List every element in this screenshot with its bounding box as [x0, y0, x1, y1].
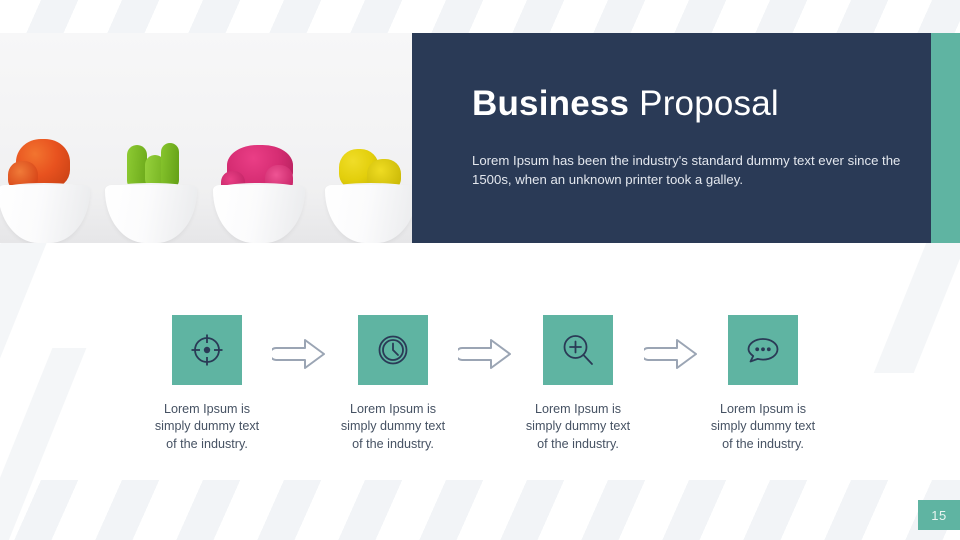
- page-subtitle: Lorem Ipsum has been the industry's stan…: [472, 153, 901, 188]
- icon-box-1[interactable]: [172, 315, 242, 385]
- plant-green-cactus: [105, 125, 197, 243]
- clock-icon: [374, 331, 412, 369]
- step-caption-3: Lorem Ipsum is simply dummy text of the …: [525, 402, 631, 451]
- title-panel: Business Proposal Lorem Ipsum has been t…: [412, 33, 931, 243]
- cactus-body: [161, 143, 179, 189]
- zoom-in-icon: [559, 331, 597, 369]
- icon-box-2[interactable]: [358, 315, 428, 385]
- process-step-4[interactable]: Lorem Ipsum is simply dummy text of the …: [687, 315, 839, 453]
- diagonal-stripe-band-top: [0, 0, 960, 33]
- process-step-2[interactable]: Lorem Ipsum is simply dummy text of the …: [317, 315, 469, 453]
- arrow-right-icon-1: [272, 337, 328, 371]
- white-pot: [213, 185, 305, 243]
- page-title: Business Proposal: [472, 84, 779, 124]
- white-pot: [325, 185, 412, 243]
- header-photo: [0, 33, 412, 243]
- cactus-body: [127, 145, 147, 189]
- arrow-right-icon-2: [458, 337, 514, 371]
- process-step-3[interactable]: Lorem Ipsum is simply dummy text of the …: [502, 315, 654, 453]
- white-pot: [105, 185, 197, 243]
- step-caption-1: Lorem Ipsum is simply dummy text of the …: [154, 402, 260, 451]
- process-step-1[interactable]: Lorem Ipsum is simply dummy text of the …: [131, 315, 283, 453]
- chat-bubble-icon: [744, 331, 782, 369]
- step-caption-4: Lorem Ipsum is simply dummy text of the …: [710, 402, 816, 451]
- page-number-badge: 15: [918, 500, 960, 530]
- diagonal-accent-right: [873, 243, 960, 373]
- plant-yellow-cactus: [325, 125, 412, 243]
- diagonal-stripe-band-bottom: [0, 480, 960, 540]
- icon-box-4[interactable]: [728, 315, 798, 385]
- teal-accent-bar: [931, 33, 960, 243]
- icon-box-3[interactable]: [543, 315, 613, 385]
- target-icon: [188, 331, 226, 369]
- plant-orange-cactus: [0, 125, 90, 243]
- white-pot: [0, 185, 90, 243]
- slide-header: Business Proposal Lorem Ipsum has been t…: [0, 33, 960, 243]
- plant-pink-cactus: [213, 125, 311, 243]
- page-title-strong: Business: [472, 84, 630, 123]
- cactus-body: [145, 155, 165, 189]
- step-caption-2: Lorem Ipsum is simply dummy text of the …: [340, 402, 446, 451]
- page-title-rest: Proposal: [629, 84, 779, 123]
- arrow-right-icon-3: [644, 337, 700, 371]
